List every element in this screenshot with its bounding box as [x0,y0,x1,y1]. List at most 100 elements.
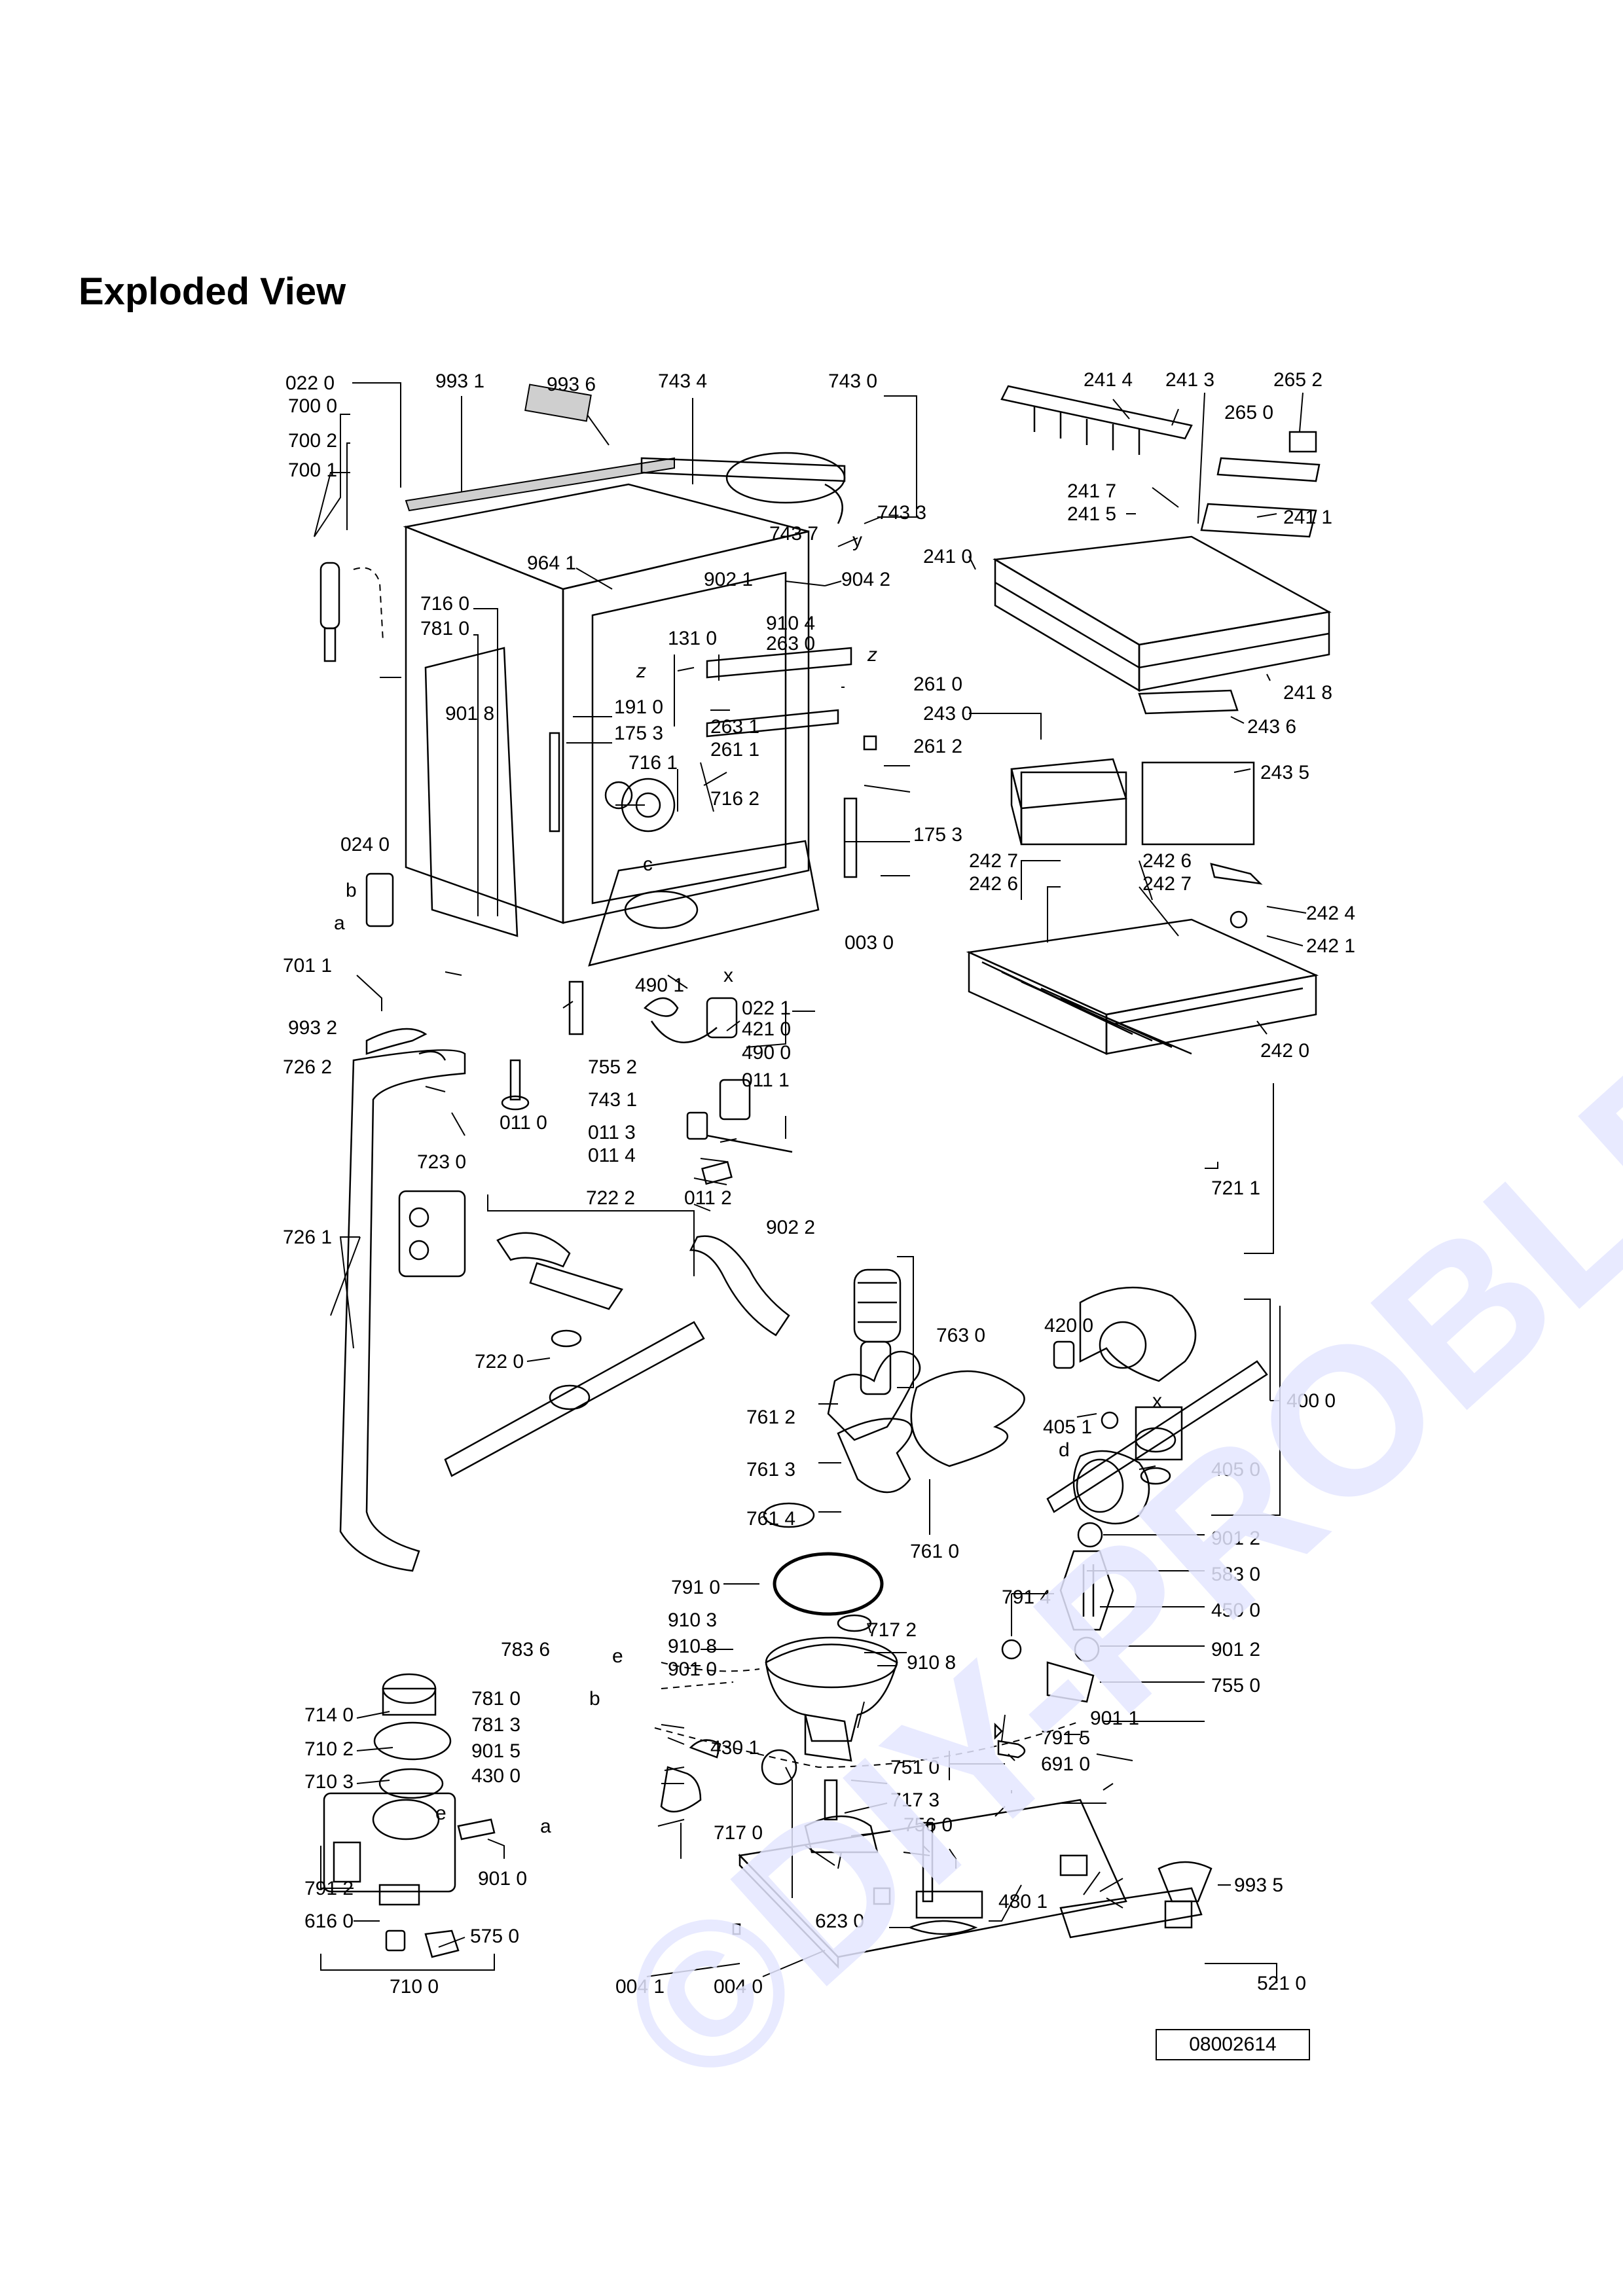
label-261-0: 261 0 [913,673,962,695]
label-241-1: 241 1 [1283,507,1332,528]
label-743-7: 743 7 [769,523,818,545]
label-756-0: 756 0 [903,1814,953,1836]
label-761-3: 761 3 [746,1459,795,1480]
tub-cabinet [319,384,877,1185]
label-242-4: 242 4 [1306,903,1355,924]
label-901-0b: 901 0 [478,1868,527,1890]
label-723-0: 723 0 [417,1151,466,1173]
label-011-0: 011 0 [500,1112,547,1134]
leader-lines [314,382,1307,1983]
label-623-0: 623 0 [815,1910,864,1932]
ref-letter-a: a [334,912,345,934]
label-755-2: 755 2 [588,1056,637,1078]
label-243-6: 243 6 [1247,716,1296,738]
label-761-2: 761 2 [746,1407,795,1428]
label-405-1: 405 1 [1043,1416,1092,1438]
label-751-0: 751 0 [890,1757,939,1778]
label-717-3: 717 3 [890,1789,939,1811]
ref-letter-z: z [867,644,877,666]
label-430-1: 430 1 [710,1737,759,1759]
label-901-0a: 901 0 [668,1659,717,1680]
ref-letter-e: e [612,1645,623,1667]
label-022-1: 022 1 [742,997,791,1019]
drawing-code-box: 08002614 [1156,2029,1310,2060]
label-716-0: 716 0 [420,593,469,615]
ref-letter-a: a [540,1816,551,1837]
label-781-0b: 781 0 [471,1688,520,1710]
label-714-0: 714 0 [304,1704,354,1726]
label-761-0: 761 0 [910,1541,959,1562]
label-131-0: 131 0 [668,628,717,649]
label-241-0: 241 0 [923,546,972,567]
label-901-1: 901 1 [1090,1708,1139,1729]
label-726-2: 726 2 [283,1056,332,1078]
label-003-0: 003 0 [845,932,894,954]
label-242-7b: 242 7 [1142,873,1192,895]
label-022-0: 022 0 [285,372,335,394]
label-755-0: 755 0 [1211,1675,1260,1696]
label-011-2: 011 2 [684,1187,732,1209]
page-title: Exploded View [79,270,346,313]
drawing-code: 08002614 [1189,2034,1277,2055]
label-781-3: 781 3 [471,1714,520,1736]
label-700-1: 700 1 [288,459,337,481]
label-243-5: 243 5 [1260,762,1309,783]
label-791-4: 791 4 [1002,1587,1051,1608]
part-labels: 022 0 700 0 700 2 700 1 993 1 993 6 743 … [283,369,1355,1998]
label-241-4: 241 4 [1084,369,1133,391]
label-783-6: 783 6 [501,1639,550,1660]
label-901-5: 901 5 [471,1740,520,1762]
ref-letter-x: x [723,965,733,986]
label-420-0: 420 0 [1044,1315,1093,1336]
upper-rack [993,385,1332,846]
label-701-1: 701 1 [283,955,332,977]
label-763-0: 763 0 [936,1325,985,1346]
label-700-0: 700 0 [288,395,337,417]
label-791-5: 791 5 [1041,1727,1090,1749]
label-004-1: 004 1 [615,1976,665,1998]
ref-letter-e: e [435,1803,447,1824]
label-710-3: 710 3 [304,1771,354,1793]
label-721-1: 721 1 [1211,1177,1260,1199]
label-011-1: 011 1 [742,1069,790,1091]
label-791-2: 791 2 [304,1878,354,1899]
label-910-4: 910 4 [766,613,815,634]
label-743-0: 743 0 [828,370,877,392]
base-plate [732,1799,1213,1969]
label-901-2b: 901 2 [1211,1639,1260,1660]
label-716-1: 716 1 [629,752,678,774]
label-400-0: 400 0 [1286,1390,1336,1412]
lower-rack [966,863,1319,1055]
label-242-6b: 242 6 [969,873,1018,895]
label-993-1: 993 1 [435,370,484,392]
label-743-1: 743 1 [588,1089,637,1111]
label-743-3: 743 3 [877,502,926,524]
label-575-0: 575 0 [470,1926,519,1947]
label-011-4: 011 4 [588,1145,636,1166]
label-902-1: 902 1 [704,569,753,590]
label-243-0: 243 0 [923,703,972,725]
ref-letter-x: x [1152,1390,1162,1412]
label-263-1: 263 1 [710,716,759,738]
label-691-0: 691 0 [1041,1753,1090,1775]
label-265-2: 265 2 [1273,369,1322,391]
label-241-5: 241 5 [1067,503,1116,525]
ref-letter-d: d [1059,1439,1070,1461]
label-430-0: 430 0 [471,1765,520,1787]
label-024-0: 024 0 [340,834,390,855]
label-261-2: 261 2 [913,736,962,757]
ref-letter-c: c [643,853,653,875]
label-480-1: 480 1 [998,1891,1048,1912]
label-242-0: 242 0 [1260,1040,1309,1062]
label-261-1: 261 1 [710,739,759,761]
label-722-2: 722 2 [586,1187,635,1209]
label-910-3: 910 3 [668,1609,717,1631]
label-242-7a: 242 7 [969,850,1018,872]
label-521-0: 521 0 [1257,1973,1306,1994]
label-791-0: 791 0 [671,1577,720,1598]
sump-and-pump [660,1268,1197,1854]
ref-letter-b: b [589,1688,600,1710]
label-904-2: 904 2 [841,569,890,590]
parts-drawing [319,384,1332,1969]
label-191-0: 191 0 [614,696,663,718]
